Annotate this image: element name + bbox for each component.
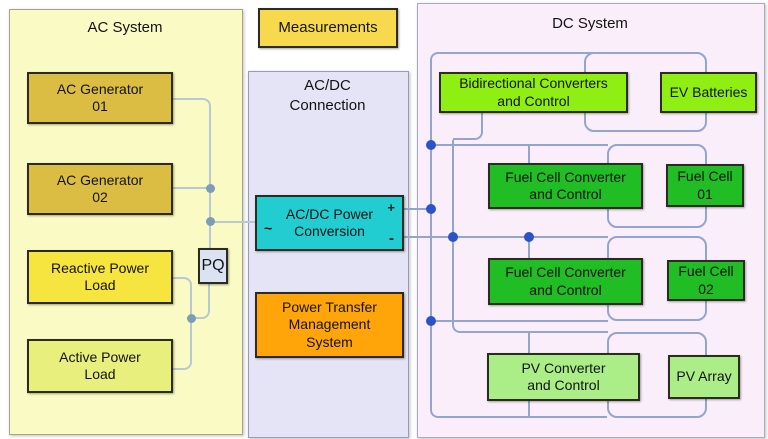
measurements-label: Measurements (278, 18, 378, 36)
wire-stub-fuelcell-converter1 (528, 145, 530, 163)
wire-stub-pv-converter-bottom (528, 401, 530, 418)
wire-bidirectional-drop (453, 113, 483, 140)
junction-dot-loads (187, 314, 196, 323)
ac-generator-01-box: AC Generator 01 (27, 72, 173, 124)
ac-generator-02-label: AC Generator 02 (56, 171, 144, 205)
fuel-cell-converter-1-label: Fuel Cell Converter and Control (505, 168, 626, 202)
pv-array-label: PV Array (676, 368, 732, 385)
wire-bus-to-conversion (211, 221, 255, 223)
bidirectional-converters-box: Bidirectional Converters and Control (439, 72, 628, 113)
wire-loads-bus (173, 277, 192, 370)
fuel-cell-converter-2-box: Fuel Cell Converter and Control (488, 258, 643, 305)
pq-box: PQ (198, 248, 228, 284)
fuel-cell-02-label: Fuel Cell 02 (678, 263, 734, 297)
wire-minus-bus (404, 236, 608, 238)
ac-system-title: AC System (87, 19, 163, 36)
pq-label: PQ (201, 257, 225, 275)
junction-dot-conversion (206, 217, 215, 226)
bidirectional-converters-label: Bidirectional Converters and Control (459, 75, 608, 109)
wire-branch-fuelcell-row1 (430, 144, 608, 146)
ac-generator-01-label: AC Generator 01 (56, 80, 144, 114)
wire-stub-fuelcell-converter2 (528, 237, 530, 258)
junction-dot-positive-branch2 (426, 316, 436, 326)
acdc-connection-panel (248, 71, 409, 438)
junction-dot-positive-input (426, 204, 436, 214)
ev-batteries-label: EV Batteries (669, 83, 748, 100)
junction-dot-gen2 (206, 184, 215, 193)
active-power-load-label: Active Power Load (59, 348, 141, 382)
wire-dc-bus-positive (430, 52, 607, 418)
measurements-box: Measurements (258, 8, 398, 48)
acdc-power-conversion-label: AC/DC Power Conversion (285, 205, 374, 239)
fuel-cell-01-label: Fuel Cell 01 (677, 168, 733, 202)
junction-dot-negative-stub (524, 232, 534, 242)
ac-generator-02-box: AC Generator 02 (27, 163, 173, 215)
minus-terminal-symbol: - (389, 230, 394, 247)
acdc-power-conversion-box: ~ + - AC/DC Power Conversion (255, 195, 404, 251)
pv-array-box: PV Array (668, 355, 740, 399)
wire-branch-fuelcell-row2 (430, 320, 608, 322)
wire-loads-to-pq (192, 284, 210, 319)
ac-terminal-symbol: ~ (264, 220, 273, 236)
plus-terminal-symbol: + (387, 200, 395, 215)
fuel-cell-converter-2-label: Fuel Cell Converter and Control (505, 264, 626, 298)
pv-converter-label: PV Converter and Control (521, 359, 606, 393)
active-power-load-box: Active Power Load (27, 339, 173, 393)
power-transfer-management-box: Power Transfer Management System (255, 292, 404, 358)
pv-converter-box: PV Converter and Control (487, 353, 640, 401)
power-transfer-management-label: Power Transfer Management System (282, 299, 377, 350)
fuel-cell-01-box: Fuel Cell 01 (666, 164, 744, 207)
reactive-power-load-label: Reactive Power Load (50, 259, 150, 293)
fuel-cell-converter-1-box: Fuel Cell Converter and Control (488, 163, 643, 209)
junction-dot-positive-branch1 (426, 140, 436, 150)
fuel-cell-02-box: Fuel Cell 02 (667, 260, 745, 301)
wire-generator2-to-bus (173, 187, 211, 189)
wire-generator1-to-bus (173, 98, 211, 248)
ev-batteries-box: EV Batteries (660, 72, 757, 113)
wire-stub-pv-converter-top (528, 333, 530, 353)
reactive-power-load-box: Reactive Power Load (27, 250, 173, 304)
junction-dot-negative-bus (448, 232, 458, 242)
dc-system-title: DC System (552, 15, 628, 32)
wire-plus-terminal (404, 208, 432, 210)
acdc-connection-title: AC/DC Connection (289, 77, 366, 115)
